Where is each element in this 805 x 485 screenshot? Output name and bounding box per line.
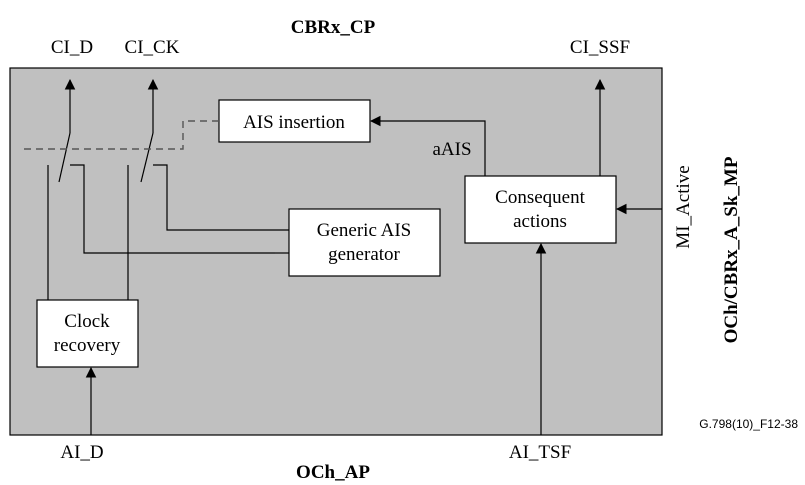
generic-ais-label-2: generator (328, 244, 400, 265)
ais-control-dashed-line (19, 120, 219, 150)
ci-ck-switch-blade (140, 132, 154, 183)
ci-d-ais-line (70, 164, 275, 254)
label-ai-d: AI_D (60, 442, 103, 463)
clock-recovery-label-1: Clock (64, 311, 110, 332)
consequent-label-2: actions (513, 211, 567, 232)
label-ci-d: CI_D (51, 37, 93, 58)
ci-ck-ais-line (153, 164, 289, 231)
consequent-label-1: Consequent (495, 187, 585, 208)
figure-id: G.798(10)_F12-38 (699, 417, 798, 431)
clock-recovery-label-2: recovery (54, 335, 121, 356)
ais-insertion-label: AIS insertion (243, 112, 345, 133)
label-aais: aAIS (432, 139, 471, 160)
ais-insertion-block (218, 99, 371, 143)
side-title: OCh/CBRx_A_Sk_MP (721, 156, 742, 343)
label-ci-ssf: CI_SSF (570, 37, 630, 58)
aais-line (369, 115, 486, 176)
label-ci-ck: CI_CK (125, 37, 180, 58)
top-title: CBRx_CP (291, 17, 376, 38)
ci-d-switch-blade (58, 132, 71, 183)
generic-ais-generator-block (288, 208, 441, 277)
bottom-title: OCh_AP (296, 462, 370, 483)
label-mi-active: MI_Active (673, 165, 694, 248)
consequent-actions-block (464, 175, 617, 244)
generic-ais-label-1: Generic AIS (317, 220, 411, 241)
label-ai-tsf: AI_TSF (509, 442, 571, 463)
